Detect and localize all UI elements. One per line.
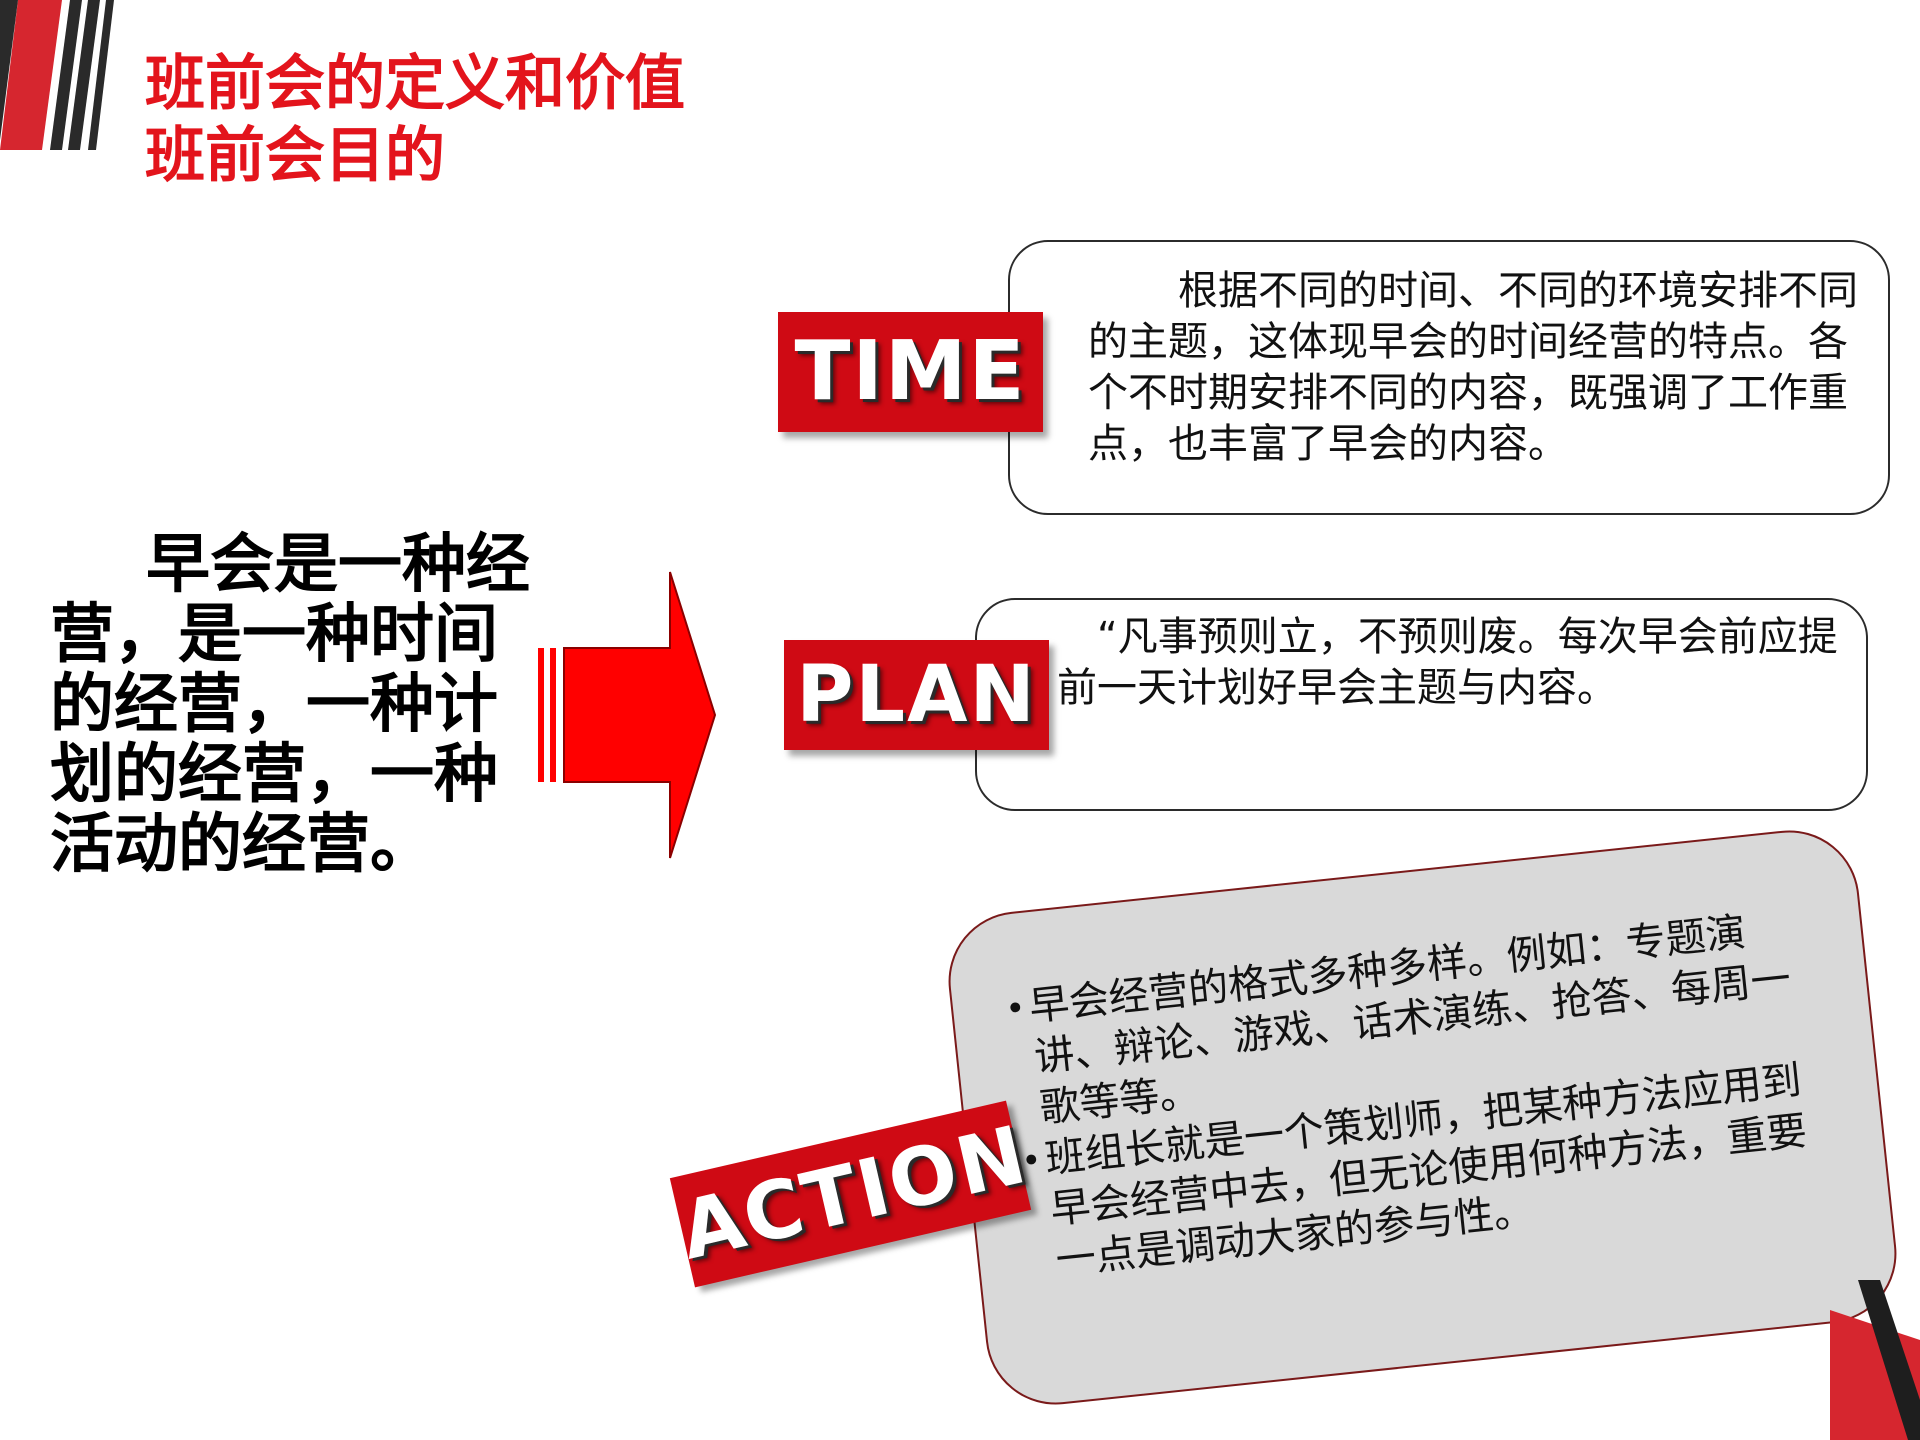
action-description-box: 早会经营的格式多种多样。例如：专题演讲、辩论、游戏、话术演练、抢答、每周一歌等等… <box>941 823 1904 1412</box>
action-description-group: 早会经营的格式多种多样。例如：专题演讲、辩论、游戏、话术演练、抢答、每周一歌等等… <box>941 823 1904 1412</box>
page-subtitle: 班前会目的 <box>145 121 445 191</box>
plan-description-box: “凡事预则立，不预则废。每次早会前应提前一天计划好早会主题与内容。 <box>975 598 1868 811</box>
page-title-block: 班前会的定义和价值 班前会目的 <box>145 48 685 192</box>
main-statement: 早会是一种经营，是一种时间的经营，一种计划的经营，一种活动的经营。 <box>50 528 530 882</box>
plan-label: PLAN <box>784 640 1049 750</box>
time-label: TIME <box>778 312 1043 432</box>
time-description: 根据不同的时间、不同的环境安排不同的主题，这体现早会的时间经营的特点。各个不时期… <box>1088 268 1858 467</box>
action-bullet-list: 早会经营的格式多种多样。例如：专题演讲、辩论、游戏、话术演练、抢答、每周一歌等等… <box>1009 900 1850 1289</box>
plan-description: “凡事预则立，不预则废。每次早会前应提前一天计划好早会主题与内容。 <box>1057 614 1838 711</box>
time-description-box: 根据不同的时间、不同的环境安排不同的主题，这体现早会的时间经营的特点。各个不时期… <box>1008 240 1890 515</box>
page-title: 班前会的定义和价值 <box>145 49 685 119</box>
corner-stripes-top-left <box>0 0 114 150</box>
corner-stripes-bottom-right <box>1830 1280 1920 1440</box>
right-arrow-icon <box>538 571 717 859</box>
